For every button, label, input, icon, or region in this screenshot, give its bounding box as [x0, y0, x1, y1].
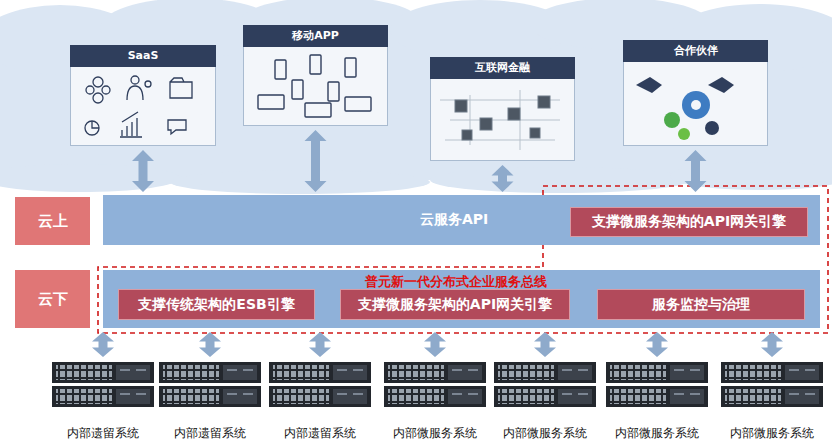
node-label: 内部微服务系统	[598, 425, 716, 442]
double-arrow	[132, 150, 154, 192]
layer-label: 云下	[15, 270, 90, 328]
node-label: 内部遗留系统	[261, 425, 379, 442]
layer-label: 云上	[15, 197, 90, 245]
api-band: 云服务API 支撑微服务架构的API网关引擎	[103, 195, 820, 245]
double-arrow	[309, 332, 331, 357]
chip-icons	[440, 90, 560, 150]
double-arrow	[492, 165, 514, 192]
engine-box: 服务监控与治理	[597, 289, 805, 320]
node-label: 云下	[38, 290, 68, 309]
bus-band: 普元新一代分布式企业服务总线支撑传统架构的ESB引擎支撑微服务架构的API网关引…	[103, 270, 820, 328]
engine-box: 支撑微服务架构的API网关引擎	[340, 289, 570, 320]
engine-box: 支撑传统架构的ESB引擎	[118, 289, 315, 320]
saas-icons	[85, 76, 192, 137]
server-node: 内部遗留系统	[151, 360, 269, 444]
node-label: 支撑传统架构的ESB引擎	[138, 296, 294, 314]
cloud-box: 移动APP	[243, 25, 388, 126]
phone-icons	[258, 55, 371, 117]
double-arrow	[305, 130, 327, 192]
node-label: 合作伙伴	[623, 40, 768, 62]
server-node: 内部微服务系统	[713, 360, 831, 444]
cloud	[0, 0, 832, 194]
server-icons	[52, 362, 823, 407]
node-label: 互联网金融	[430, 57, 575, 79]
node-label: 内部微服务系统	[713, 425, 831, 442]
double-arrow	[534, 332, 556, 357]
double-arrow	[646, 332, 668, 357]
node-label: 移动APP	[243, 25, 388, 47]
node-label: 支撑微服务架构的API网关引擎	[592, 213, 786, 231]
node-label: 内部微服务系统	[486, 425, 604, 442]
double-arrow	[761, 332, 783, 357]
double-arrow	[199, 332, 221, 357]
node-label: 云上	[38, 212, 68, 231]
double-arrow	[685, 150, 707, 192]
server-node: 内部遗留系统	[44, 360, 162, 444]
bus-outline	[98, 186, 828, 333]
double-arrow	[424, 332, 446, 357]
node-label: SaaS	[70, 45, 216, 67]
node-label: 内部微服务系统	[376, 425, 494, 442]
server-node: 内部遗留系统	[261, 360, 379, 444]
double-arrow	[92, 332, 114, 357]
partner-icons	[636, 77, 734, 140]
node-label: 内部遗留系统	[151, 425, 269, 442]
cloud-box: 互联网金融	[430, 57, 575, 161]
node-label: 服务监控与治理	[652, 296, 750, 314]
node-label: 内部遗留系统	[44, 425, 162, 442]
server-node: 内部微服务系统	[486, 360, 604, 444]
cloud-box: SaaS	[70, 45, 216, 146]
cloud-box: 合作伙伴	[623, 40, 768, 146]
node-label: 支撑微服务架构的API网关引擎	[358, 296, 552, 314]
server-node: 内部微服务系统	[376, 360, 494, 444]
engine-box: 支撑微服务架构的API网关引擎	[570, 207, 808, 237]
node-label: 云服务API	[420, 211, 488, 229]
server-node: 内部微服务系统	[598, 360, 716, 444]
